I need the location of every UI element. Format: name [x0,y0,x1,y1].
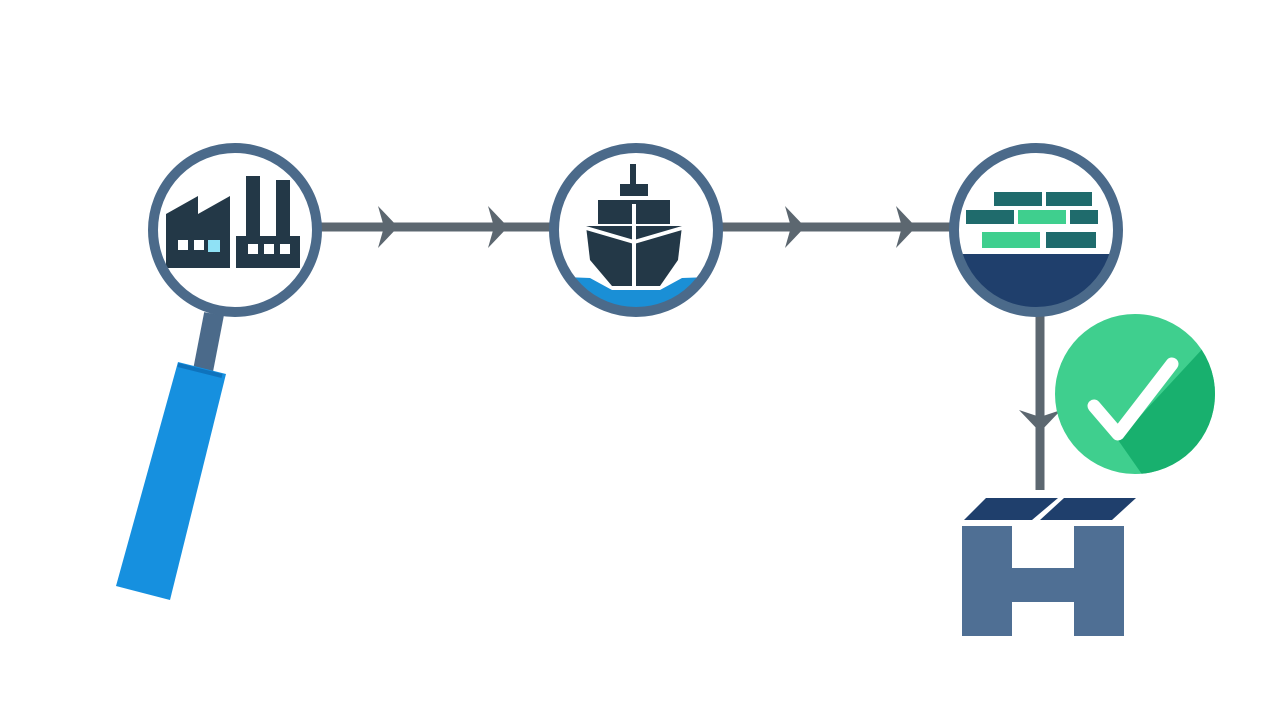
factory-icon [166,176,300,268]
factory-node [148,143,322,317]
flow-arrow-icon [488,206,508,248]
connector-factory-to-ship [318,206,552,248]
containers-node [949,143,1123,317]
container-stack-icon [958,192,1114,308]
magnifier-handle [116,312,226,600]
flow-arrow-icon [896,206,916,248]
flow-arrow-icon [378,206,398,248]
connector-ship-to-containers [720,206,954,248]
warehouse-icon [962,498,1136,636]
ship-node [549,143,723,317]
success-badge [1055,314,1215,474]
flow-arrow-icon [1019,410,1061,432]
connector-containers-to-warehouse [1019,312,1061,490]
flow-arrow-icon [785,206,805,248]
checkmark-icon [1087,357,1179,441]
